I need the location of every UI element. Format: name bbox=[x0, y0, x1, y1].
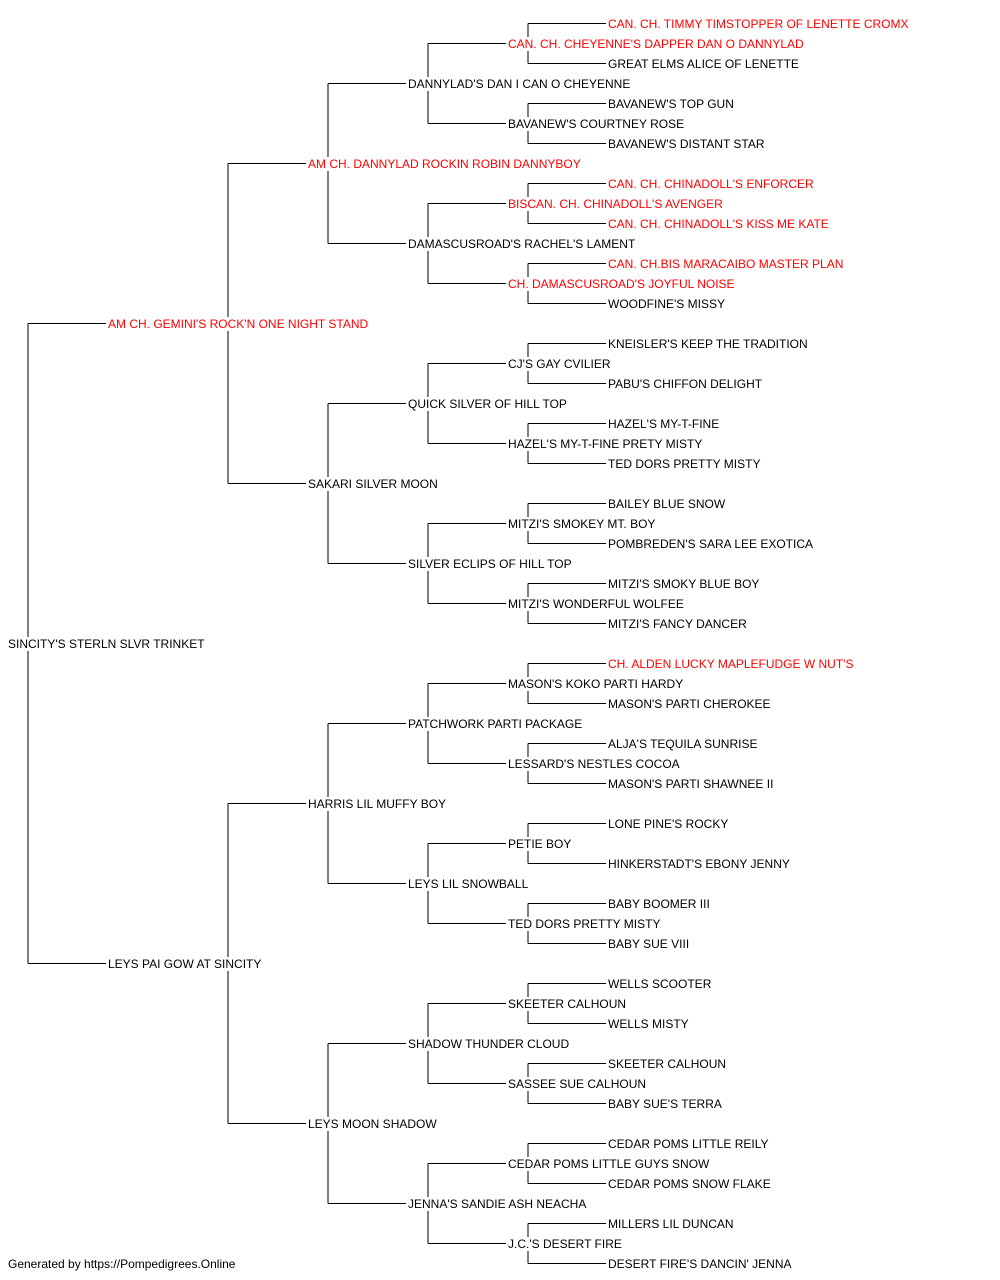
ancestor-name-gen5: HAZEL'S MY-T-FINE bbox=[607, 416, 721, 431]
ancestor-name-gen5: CAN. CH. CHINADOLL'S ENFORCER bbox=[607, 176, 815, 191]
ancestor-name-gen4: CJ'S GAY CVILIER bbox=[507, 356, 612, 371]
ancestor-name-gen5: BAVANEW'S DISTANT STAR bbox=[607, 136, 766, 151]
ancestor-name-gen3: DAMASCUSROAD'S RACHEL'S LAMENT bbox=[407, 236, 637, 251]
ancestor-name-gen4: HAZEL'S MY-T-FINE PRETY MISTY bbox=[507, 436, 704, 451]
ancestor-name-gen3: DANNYLAD'S DAN I CAN O CHEYENNE bbox=[407, 76, 632, 91]
ancestor-name-gen5: MILLERS LIL DUNCAN bbox=[607, 1216, 735, 1231]
ancestor-name-gen5: BABY BOOMER III bbox=[607, 896, 711, 911]
ancestor-name-gen5: MITZI'S SMOKY BLUE BOY bbox=[607, 576, 761, 591]
ancestor-name-gen4: J.C.'S DESERT FIRE bbox=[507, 1236, 623, 1251]
ancestor-name-gen3: LEYS LIL SNOWBALL bbox=[407, 876, 530, 891]
ancestor-name-gen1: AM CH. GEMINI'S ROCK'N ONE NIGHT STAND bbox=[107, 316, 370, 331]
ancestor-name-gen4: CEDAR POMS LITTLE GUYS SNOW bbox=[507, 1156, 711, 1171]
ancestor-name-gen5: MITZI'S FANCY DANCER bbox=[607, 616, 748, 631]
ancestor-name-gen5: CH. ALDEN LUCKY MAPLEFUDGE W NUT'S bbox=[607, 656, 855, 671]
ancestor-name-gen5: HINKERSTADT'S EBONY JENNY bbox=[607, 856, 791, 871]
ancestor-name-gen5: GREAT ELMS ALICE OF LENETTE bbox=[607, 56, 800, 71]
ancestor-name-gen5: BAILEY BLUE SNOW bbox=[607, 496, 727, 511]
ancestor-name-gen4: BISCAN. CH. CHINADOLL'S AVENGER bbox=[507, 196, 724, 211]
ancestor-name-gen4: CAN. CH. CHEYENNE'S DAPPER DAN O DANNYLA… bbox=[507, 36, 805, 51]
ancestor-name-gen5: WELLS SCOOTER bbox=[607, 976, 713, 991]
ancestor-name-gen5: CEDAR POMS SNOW FLAKE bbox=[607, 1176, 772, 1191]
ancestor-name-gen2: LEYS MOON SHADOW bbox=[307, 1116, 438, 1131]
ancestor-name-gen4: SASSEE SUE CALHOUN bbox=[507, 1076, 648, 1091]
ancestor-name-gen5: POMBREDEN'S SARA LEE EXOTICA bbox=[607, 536, 815, 551]
ancestor-name-gen4: MASON'S KOKO PARTI HARDY bbox=[507, 676, 685, 691]
ancestor-name-gen3: JENNA'S SANDIE ASH NEACHA bbox=[407, 1196, 588, 1211]
subject-dog-name: SINCITY'S STERLN SLVR TRINKET bbox=[7, 636, 206, 651]
ancestor-name-gen5: WOODFINE'S MISSY bbox=[607, 296, 726, 311]
ancestor-name-gen5: MASON'S PARTI SHAWNEE II bbox=[607, 776, 775, 791]
ancestor-name-gen4: BAVANEW'S COURTNEY ROSE bbox=[507, 116, 686, 131]
ancestor-name-gen5: BABY SUE VIII bbox=[607, 936, 691, 951]
ancestor-name-gen5: BABY SUE'S TERRA bbox=[607, 1096, 723, 1111]
ancestor-name-gen4: PETIE BOY bbox=[507, 836, 573, 851]
ancestor-name-gen5: CAN. CH. CHINADOLL'S KISS ME KATE bbox=[607, 216, 830, 231]
ancestor-name-gen5: ALJA'S TEQUILA SUNRISE bbox=[607, 736, 759, 751]
ancestor-name-gen1: LEYS PAI GOW AT SINCITY bbox=[107, 956, 263, 971]
ancestor-name-gen5: CAN. CH.BIS MARACAIBO MASTER PLAN bbox=[607, 256, 845, 271]
ancestor-name-gen5: SKEETER CALHOUN bbox=[607, 1056, 728, 1071]
ancestor-name-gen4: MITZI'S SMOKEY MT. BOY bbox=[507, 516, 657, 531]
ancestor-name-gen3: PATCHWORK PARTI PACKAGE bbox=[407, 716, 584, 731]
ancestor-name-gen4: MITZI'S WONDERFUL WOLFEE bbox=[507, 596, 685, 611]
ancestor-name-gen5: CAN. CH. TIMMY TIMSTOPPER OF LENETTE CRO… bbox=[607, 16, 910, 31]
ancestor-name-gen3: SILVER ECLIPS OF HILL TOP bbox=[407, 556, 573, 571]
ancestor-name-gen5: KNEISLER'S KEEP THE TRADITION bbox=[607, 336, 809, 351]
ancestor-name-gen2: AM CH. DANNYLAD ROCKIN ROBIN DANNYBOY bbox=[307, 156, 582, 171]
ancestor-name-gen2: SAKARI SILVER MOON bbox=[307, 476, 439, 491]
ancestor-name-gen4: CH. DAMASCUSROAD'S JOYFUL NOISE bbox=[507, 276, 736, 291]
ancestor-name-gen5: TED DORS PRETTY MISTY bbox=[607, 456, 762, 471]
ancestor-name-gen5: MASON'S PARTI CHEROKEE bbox=[607, 696, 772, 711]
ancestor-name-gen5: DESERT FIRE'S DANCIN' JENNA bbox=[607, 1256, 793, 1271]
ancestor-name-gen5: CEDAR POMS LITTLE REILY bbox=[607, 1136, 770, 1151]
ancestor-name-gen3: SHADOW THUNDER CLOUD bbox=[407, 1036, 571, 1051]
ancestor-name-gen4: TED DORS PRETTY MISTY bbox=[507, 916, 662, 931]
ancestor-name-gen2: HARRIS LIL MUFFY BOY bbox=[307, 796, 448, 811]
ancestor-name-gen3: QUICK SILVER OF HILL TOP bbox=[407, 396, 568, 411]
ancestor-name-gen4: SKEETER CALHOUN bbox=[507, 996, 628, 1011]
ancestor-name-gen5: BAVANEW'S TOP GUN bbox=[607, 96, 735, 111]
ancestor-name-gen5: WELLS MISTY bbox=[607, 1016, 690, 1031]
generated-by-footer: Generated by https://Pompedigrees.Online bbox=[8, 1257, 236, 1271]
ancestor-name-gen4: LESSARD'S NESTLES COCOA bbox=[507, 756, 681, 771]
ancestor-name-gen5: LONE PINE'S ROCKY bbox=[607, 816, 730, 831]
ancestor-name-gen5: PABU'S CHIFFON DELIGHT bbox=[607, 376, 764, 391]
